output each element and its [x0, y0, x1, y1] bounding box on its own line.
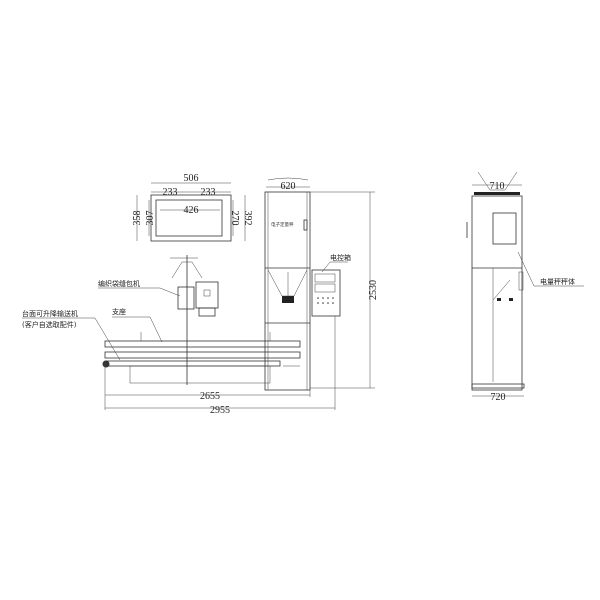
label-conveyor: 台面可升降输送机 — [22, 309, 78, 318]
label-scale: 电子定量秤 — [271, 221, 294, 228]
scale-body — [471, 195, 523, 391]
label-control-box: 电控箱 — [330, 253, 351, 262]
dim-2655: 2655 — [200, 391, 220, 402]
outer-frame — [150, 194, 232, 242]
dim-307: 307 — [145, 211, 156, 226]
label-support: 支座 — [112, 307, 126, 316]
dim-2530: 2530 — [368, 280, 379, 300]
dim-392: 392 — [242, 211, 253, 226]
inspection-window — [492, 212, 517, 245]
dim-233-left: 233 — [163, 187, 178, 198]
side-view: 710 电量秤秤体 720 — [466, 171, 584, 403]
dim-710: 710 — [490, 181, 505, 192]
dim-620: 620 — [281, 181, 296, 192]
conveyor-belt — [104, 360, 281, 367]
dim-720: 720 — [491, 392, 506, 403]
dim-2955: 2955 — [210, 405, 230, 416]
dim-426: 426 — [184, 205, 199, 216]
dim-233-right: 233 — [201, 187, 216, 198]
control-box — [311, 269, 341, 317]
conveyor-roller — [102, 360, 110, 368]
conveyor-rail-upper — [104, 340, 301, 348]
sewing-head — [177, 286, 195, 310]
scale-tower — [264, 191, 311, 391]
label-sewing-machine: 编织袋缝包机 — [98, 279, 140, 288]
label-conveyor-note: (客户自选取配件) — [22, 320, 77, 329]
top-view: 506 233 233 426 358 307 270 392 — [132, 173, 253, 242]
front-view: 620 电子定量秤 电控箱 编织袋缝包机 支座 台面可升降输送机 (客户自选取配… — [22, 177, 379, 416]
dim-270: 270 — [229, 211, 240, 226]
dim-506: 506 — [184, 173, 199, 184]
inner-frame — [155, 199, 223, 237]
label-scale-body: 电量秤秤体 — [540, 277, 575, 286]
clamp-block — [282, 296, 294, 303]
dim-358: 358 — [132, 211, 143, 226]
